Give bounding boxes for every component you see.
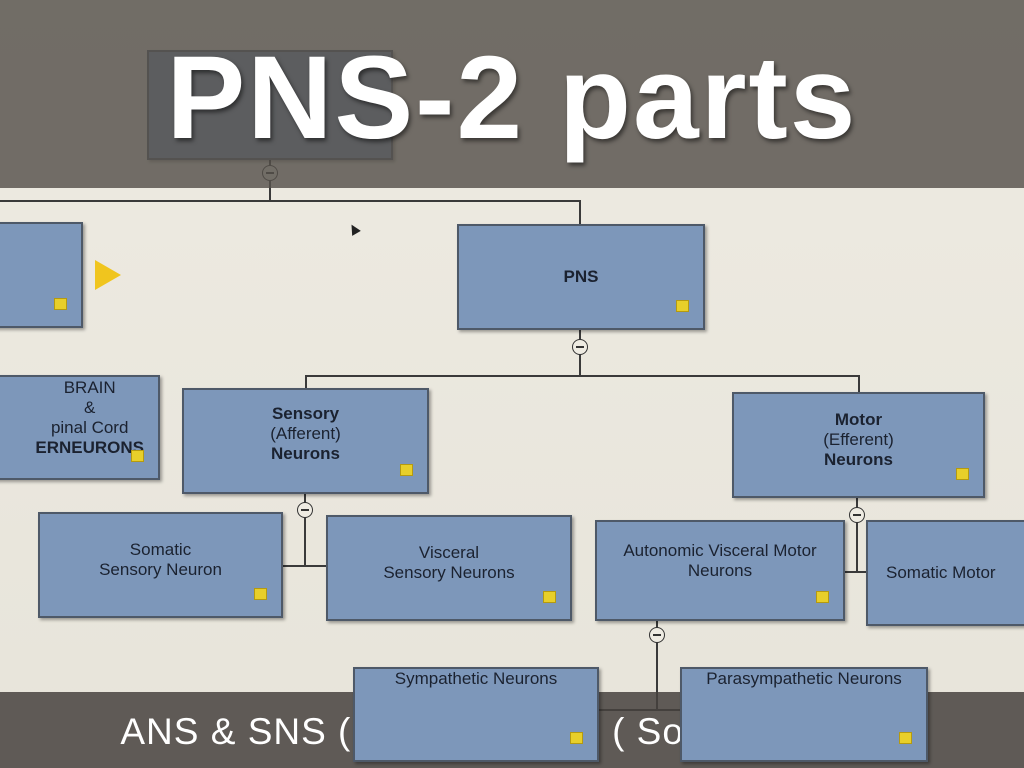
node-label: Somatic Motor [886, 563, 996, 582]
node-sensory-neurons[interactable]: Sensory(Afferent)Neurons [182, 388, 429, 494]
node-label: Neurons [824, 450, 893, 469]
note-icon [956, 468, 969, 480]
connector [0, 200, 581, 202]
node-sympathetic[interactable]: Sympathetic Neurons [353, 667, 599, 762]
connector [283, 565, 327, 567]
node-cns[interactable] [0, 222, 83, 328]
node-motor-neurons[interactable]: Motor(Efferent)Neurons [732, 392, 985, 498]
connector [656, 621, 658, 711]
node-label: pinal Cord [50, 417, 129, 437]
note-icon [570, 732, 583, 744]
node-label: Somatic Sensory Neuron [99, 540, 222, 579]
connector [305, 375, 307, 389]
note-icon [816, 591, 829, 603]
node-brain-spinal-cord[interactable]: BRAIN & pinal Cord ERNEURONS [0, 375, 160, 480]
node-label: Visceral Sensory Neurons [383, 543, 515, 582]
slide-title: PNS-2 parts [166, 32, 858, 164]
collapse-icon[interactable] [297, 502, 313, 518]
node-label: BRAIN [63, 377, 116, 397]
node-label: Parasympathetic Neurons [706, 669, 902, 688]
arrow-right-icon [95, 260, 121, 290]
node-visceral-sensory[interactable]: Visceral Sensory Neurons [326, 515, 572, 621]
connector [304, 494, 306, 567]
note-icon [254, 588, 267, 600]
node-label: Neurons [271, 444, 340, 463]
title-overlay [0, 0, 1024, 188]
note-icon [543, 591, 556, 603]
node-autonomic-visceral-motor[interactable]: Autonomic Visceral Motor Neurons [595, 520, 845, 621]
node-pns[interactable]: PNS [457, 224, 705, 330]
node-parasympathetic[interactable]: Parasympathetic Neurons [680, 667, 928, 762]
mouse-cursor-icon [347, 222, 361, 236]
connector [858, 375, 860, 393]
connector [856, 498, 858, 573]
connector [305, 375, 860, 377]
collapse-icon[interactable] [849, 507, 865, 523]
node-label: Sensory [271, 404, 340, 423]
connector [579, 200, 581, 225]
node-label: PNS [563, 267, 599, 286]
node-label: Sympathetic Neurons [394, 669, 558, 688]
collapse-icon[interactable] [572, 339, 588, 355]
node-somatic-sensory[interactable]: Somatic Sensory Neuron [38, 512, 283, 618]
node-label: Motor [834, 410, 883, 429]
node-label: (Efferent) [823, 430, 894, 449]
node-somatic-motor[interactable]: Somatic Motor [866, 520, 1024, 626]
node-label: ERNEURONS [35, 437, 144, 457]
note-icon [400, 464, 413, 476]
note-icon [54, 298, 67, 310]
node-label: (Afferent) [270, 424, 341, 443]
note-icon [676, 300, 689, 312]
connector [845, 571, 867, 573]
note-icon [131, 450, 144, 462]
note-icon [899, 732, 912, 744]
collapse-icon[interactable] [649, 627, 665, 643]
node-label: & [84, 397, 96, 417]
node-label: Autonomic Visceral Motor Neurons [623, 540, 817, 580]
